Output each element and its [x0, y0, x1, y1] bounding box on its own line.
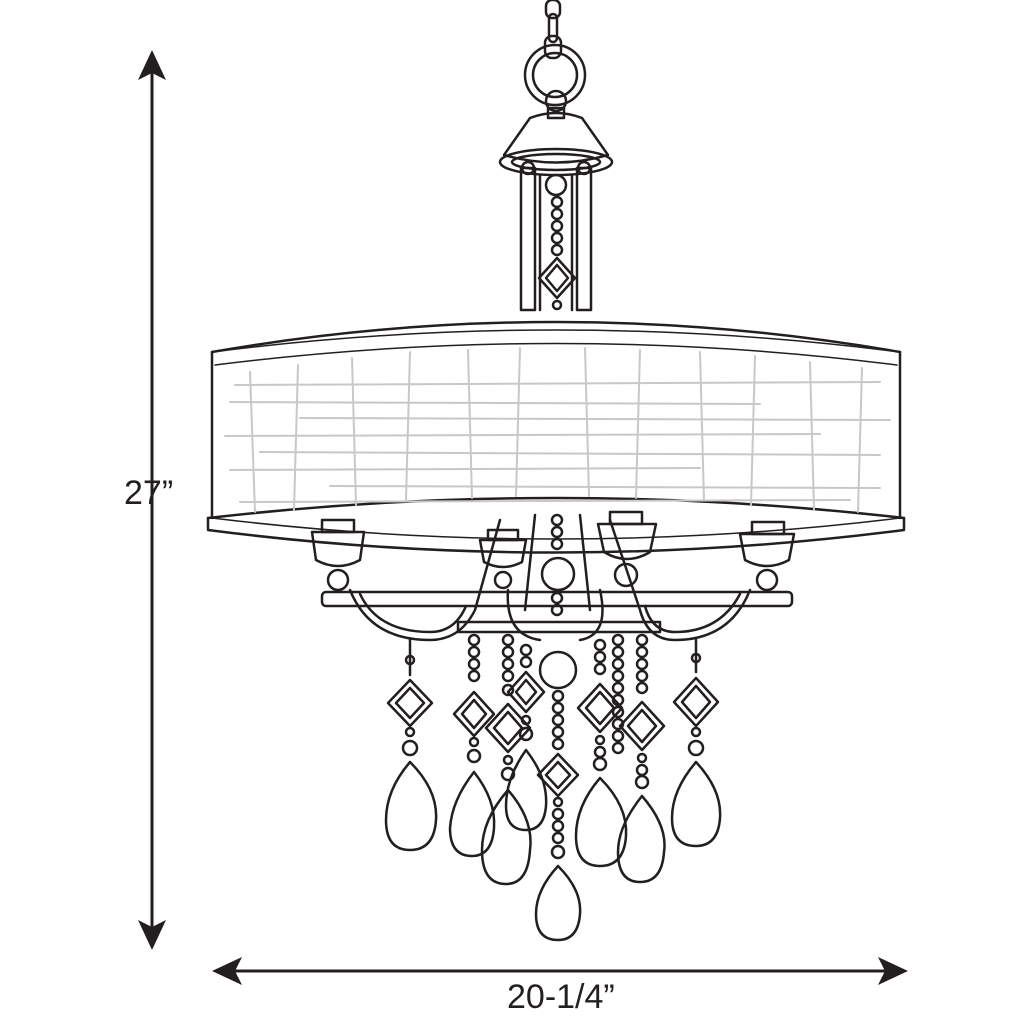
crystal-strand-4: [504, 643, 548, 832]
height-dimension-arrow-icon: [138, 50, 166, 950]
crystal-strand-3: [480, 633, 532, 886]
center-beads: [523, 513, 592, 617]
crystal-strand-1: [384, 638, 438, 852]
top-ring: [523, 43, 587, 120]
crystal-strand-6: [574, 638, 628, 868]
arms-and-ring: [320, 518, 794, 642]
width-dimension-arrow-icon: [212, 957, 908, 985]
canopy-cap: [498, 111, 614, 177]
height-dimension-label: 27”: [124, 474, 174, 512]
candle-cups: [310, 510, 796, 592]
width-dimension-label: 20-1/4”: [507, 978, 615, 1016]
shade-texture: [224, 347, 891, 513]
crystal-strand-center: [534, 650, 582, 942]
chandelier-drawing: [206, 0, 906, 942]
stem-rods: [519, 160, 593, 312]
crystal-strand-2: [448, 633, 496, 858]
drum-shade: [206, 320, 906, 554]
crystal-strand-7: [611, 633, 625, 755]
chain: [543, 0, 563, 60]
stem-beads: [537, 195, 577, 311]
crystal-strand-9: [670, 638, 722, 848]
crystal-strand-8: [616, 633, 666, 884]
